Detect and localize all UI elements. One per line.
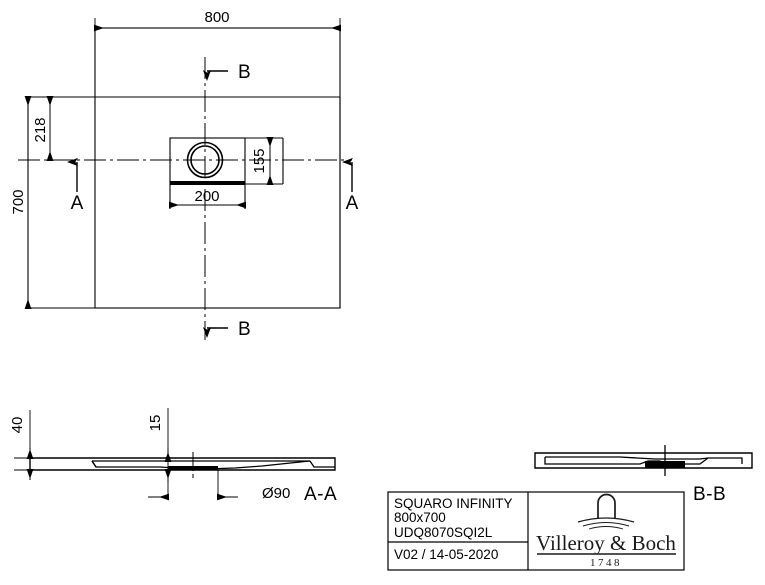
product-size: 800x700 xyxy=(394,510,446,525)
dim-218-label: 218 xyxy=(32,117,49,142)
dim-800-label: 800 xyxy=(204,9,229,26)
drain-circle-outer xyxy=(186,141,224,179)
title-block-border xyxy=(387,491,685,571)
title-block: SQUARO INFINITY 800x700 UDQ8070SQI2L V02… xyxy=(387,491,685,571)
revision-date: V02 / 14-05-2020 xyxy=(394,547,498,562)
drain-bar xyxy=(170,181,245,185)
dim-200-label: 200 xyxy=(194,188,219,205)
dim-700-label: 700 xyxy=(10,189,27,214)
section-aa-dim40-label: 40 xyxy=(9,417,26,434)
section-aa-left-lip xyxy=(91,460,97,468)
section-label-a-left: A xyxy=(71,193,84,214)
section-bb-outer-profile xyxy=(534,452,753,469)
section-bb-title: B-B xyxy=(693,484,726,505)
section-aa-view: 40 15 Ø90 A-A xyxy=(9,408,337,505)
product-name: SQUARO INFINITY xyxy=(394,496,513,511)
brand-year: 1748 xyxy=(590,557,622,569)
tray-outline xyxy=(94,27,341,309)
drain-circle-inner xyxy=(190,145,220,175)
product-article-code: UDQ8070SQI2L xyxy=(394,525,493,540)
top-view: 800 700 218 155 200 A A B B xyxy=(10,9,359,340)
dim-d90-label: Ø90 xyxy=(262,485,290,502)
section-aa-right-lip xyxy=(309,460,335,468)
section-aa-title: A-A xyxy=(304,484,337,505)
dim-155-label: 155 xyxy=(251,148,268,173)
fountain-icon xyxy=(577,493,635,530)
section-label-b-bottom: B xyxy=(238,319,251,340)
section-aa-drain-solid xyxy=(168,466,218,470)
section-bb-view: B-B xyxy=(534,445,753,505)
section-aa-dim15-label: 15 xyxy=(147,415,164,432)
section-label-a-right: A xyxy=(346,193,359,214)
section-label-b-top: B xyxy=(238,62,251,83)
brand-name: Villeroy & Boch xyxy=(536,531,676,555)
section-bb-inner-top xyxy=(545,456,709,460)
